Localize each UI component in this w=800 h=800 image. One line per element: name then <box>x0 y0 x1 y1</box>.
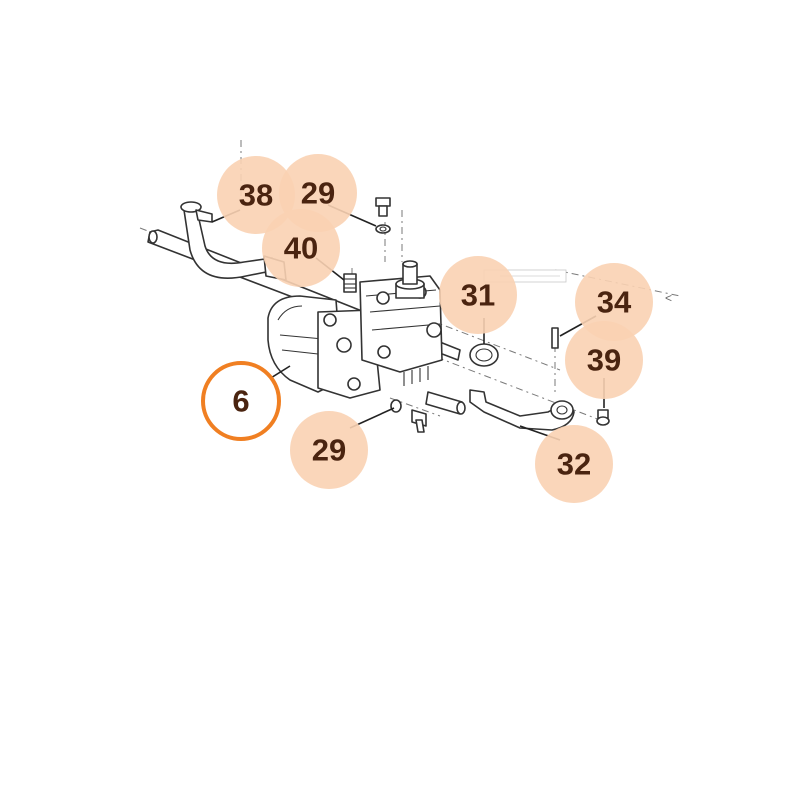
callout-40[interactable]: 40 <box>262 209 340 287</box>
bolt-lower <box>390 399 427 433</box>
callout-29-bottom[interactable]: 29 <box>290 411 368 489</box>
callout-29-top-label: 29 <box>301 176 335 211</box>
callout-38-label: 38 <box>239 178 273 213</box>
callout-6[interactable]: 6 <box>201 361 281 441</box>
clamp <box>469 343 499 367</box>
callout-34[interactable]: 34 <box>575 263 653 341</box>
callout-40-label: 40 <box>284 231 318 266</box>
callout-38[interactable]: 38 <box>217 156 295 234</box>
fittings <box>343 197 391 293</box>
callout-31-label: 31 <box>461 278 495 313</box>
callout-32-label: 32 <box>557 447 591 482</box>
callout-6-label: 6 <box>232 384 249 419</box>
arrow-mark: < <box>665 291 672 305</box>
callout-34-label: 34 <box>597 285 632 320</box>
callout-29-bottom-label: 29 <box>312 433 346 468</box>
callout-31[interactable]: 31 <box>439 256 517 334</box>
pin-and-screw <box>551 327 610 426</box>
callout-39[interactable]: 39 <box>565 321 643 399</box>
lever-arm <box>469 389 575 431</box>
callout-32[interactable]: 32 <box>535 425 613 503</box>
callout-39-label: 39 <box>587 343 621 378</box>
